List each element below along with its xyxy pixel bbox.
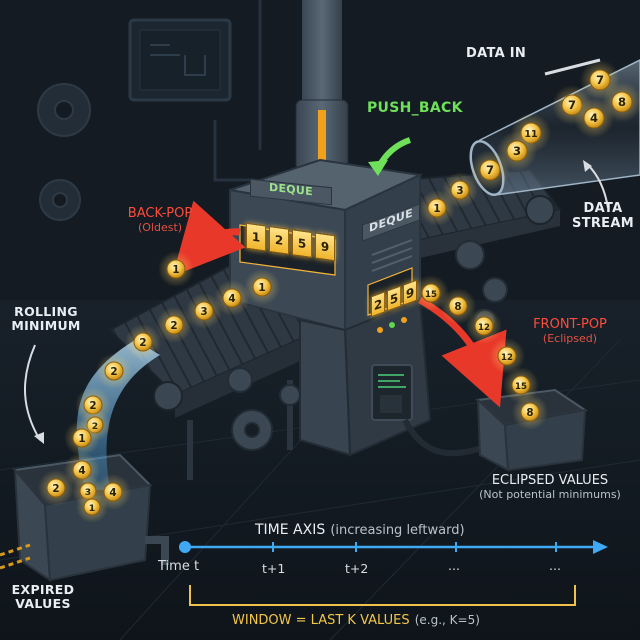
time-tick-ellipsis-2: ... bbox=[549, 558, 561, 573]
data-ball-value: 2 bbox=[170, 320, 177, 332]
data-ball: 12 bbox=[466, 308, 502, 344]
time-tick-t: Time t bbox=[158, 559, 200, 574]
window-label: WINDOW = LAST K VALUES (e.g., K=5) bbox=[232, 610, 480, 629]
window-title: WINDOW = LAST K VALUES bbox=[232, 613, 410, 628]
time-axis-subtitle: (increasing leftward) bbox=[330, 523, 465, 538]
window-subtitle: (e.g., K=5) bbox=[414, 613, 480, 627]
data-ball: 8 bbox=[512, 394, 548, 430]
expired-values-line2: VALUES bbox=[15, 596, 71, 612]
data-ball: 2 bbox=[156, 307, 192, 343]
data-ball-value: 1 bbox=[78, 433, 85, 445]
back-pop-title: BACK-POP bbox=[127, 206, 193, 221]
time-tick-ellipsis-1: ... bbox=[448, 558, 460, 573]
rolling-minimum-label: ROLLING MINIMUM bbox=[6, 304, 86, 334]
data-ball-value: 4 bbox=[590, 111, 598, 125]
expired-values-line1: EXPIRED bbox=[11, 582, 75, 597]
deque-slot: 9 bbox=[315, 232, 335, 262]
data-ball-value: 7 bbox=[486, 163, 494, 177]
data-ball-value: 1 bbox=[258, 282, 265, 294]
data-ball-value: 1 bbox=[89, 503, 95, 514]
data-ball: 12 bbox=[489, 338, 525, 374]
data-ball-value: 3 bbox=[456, 185, 463, 197]
data-ball: 1 bbox=[244, 269, 280, 305]
deque-slot: 5 bbox=[292, 229, 312, 259]
data-balls: 77811437311432222214231415812121581 bbox=[38, 60, 640, 523]
eclipsed-values-label: ECLIPSED VALUES (Not potential minimums) bbox=[470, 473, 630, 502]
data-ball-value: 15 bbox=[425, 290, 437, 300]
data-ball-value: 15 bbox=[515, 382, 527, 392]
data-ball: 1 bbox=[64, 420, 100, 456]
data-ball-value: 3 bbox=[200, 306, 207, 318]
data-ball-value: 4 bbox=[109, 487, 116, 499]
data-ball-value: 1 bbox=[172, 264, 179, 276]
data-ball: 1 bbox=[419, 190, 455, 226]
front-pop-label: FRONT-POP (Eclipsed) bbox=[520, 317, 620, 346]
time-axis bbox=[179, 540, 608, 554]
rolling-minimum-line2: MINIMUM bbox=[11, 318, 81, 334]
data-ball: 3 bbox=[186, 293, 222, 329]
data-ball: 7 bbox=[470, 150, 510, 190]
eclipsed-values-subtitle: (Not potential minimums) bbox=[479, 487, 621, 501]
data-ball-value: 12 bbox=[501, 353, 513, 363]
front-pop-subtitle: (Eclipsed) bbox=[542, 331, 598, 345]
data-ball: 4 bbox=[95, 474, 131, 510]
data-ball-value: 4 bbox=[228, 293, 235, 305]
rolling-minimum-arrow bbox=[23, 344, 41, 441]
data-stream-label-line2: STREAM bbox=[572, 215, 634, 231]
push-back-label: PUSH_BACK bbox=[367, 100, 463, 116]
time-tick-t1: t+1 bbox=[262, 561, 286, 576]
data-ball-value: 2 bbox=[139, 337, 146, 349]
deque-slot: 1 bbox=[246, 222, 266, 252]
data-stream-label: DATA STREAM bbox=[568, 201, 638, 232]
data-ball-value: 2 bbox=[110, 366, 117, 378]
data-ball: 3 bbox=[442, 172, 478, 208]
data-ball: 4 bbox=[574, 98, 614, 138]
vertical-pipe bbox=[295, 0, 349, 171]
data-stream-label-line1: DATA bbox=[583, 201, 623, 216]
time-axis-title: TIME AXIS bbox=[255, 522, 326, 538]
back-pop-subtitle: (Oldest) bbox=[137, 220, 183, 234]
data-ball: 2 bbox=[38, 470, 74, 506]
back-pop-label: BACK-POP (Oldest) bbox=[120, 206, 200, 235]
data-ball-value: 12 bbox=[478, 323, 490, 333]
rolling-minimum-line1: ROLLING bbox=[14, 304, 78, 319]
data-ball: 8 bbox=[440, 288, 476, 324]
expired-values-label: EXPIRED VALUES bbox=[8, 582, 78, 612]
data-ball-value: 7 bbox=[596, 73, 604, 87]
data-ball-value: 7 bbox=[568, 98, 576, 112]
data-ball-value: 2 bbox=[52, 483, 59, 495]
data-ball-value: 11 bbox=[524, 129, 537, 140]
data-ball: 2 bbox=[96, 353, 132, 389]
window-bracket bbox=[189, 585, 576, 606]
data-in-label: DATA IN bbox=[466, 46, 527, 61]
data-ball: 15 bbox=[413, 275, 449, 311]
data-stream-arrow bbox=[587, 164, 609, 209]
data-ball-value: 2 bbox=[89, 400, 96, 412]
deque-slot: 2 bbox=[269, 225, 289, 255]
time-axis-label: TIME AXIS (increasing leftward) bbox=[255, 520, 465, 539]
data-ball-value: 1 bbox=[433, 203, 440, 215]
data-ball-value: 8 bbox=[454, 301, 461, 313]
eclipsed-values-title: ECLIPSED VALUES bbox=[491, 473, 609, 488]
wall-gear-icon bbox=[37, 83, 91, 221]
data-ball: 1 bbox=[158, 251, 194, 287]
data-ball-value: 8 bbox=[618, 95, 626, 109]
data-ball: 4 bbox=[214, 280, 250, 316]
deque-machine bbox=[229, 158, 496, 457]
data-ball: 2 bbox=[125, 324, 161, 360]
data-ball: 15 bbox=[503, 367, 539, 403]
front-pop-title: FRONT-POP bbox=[533, 317, 607, 332]
data-ball-value: 8 bbox=[526, 407, 533, 419]
gear-icon bbox=[227, 367, 301, 451]
back-pop-arrow bbox=[172, 200, 246, 277]
time-tick-t2: t+2 bbox=[345, 561, 369, 576]
data-ball-value: 3 bbox=[513, 144, 521, 158]
data-ball-value: 4 bbox=[78, 465, 85, 477]
